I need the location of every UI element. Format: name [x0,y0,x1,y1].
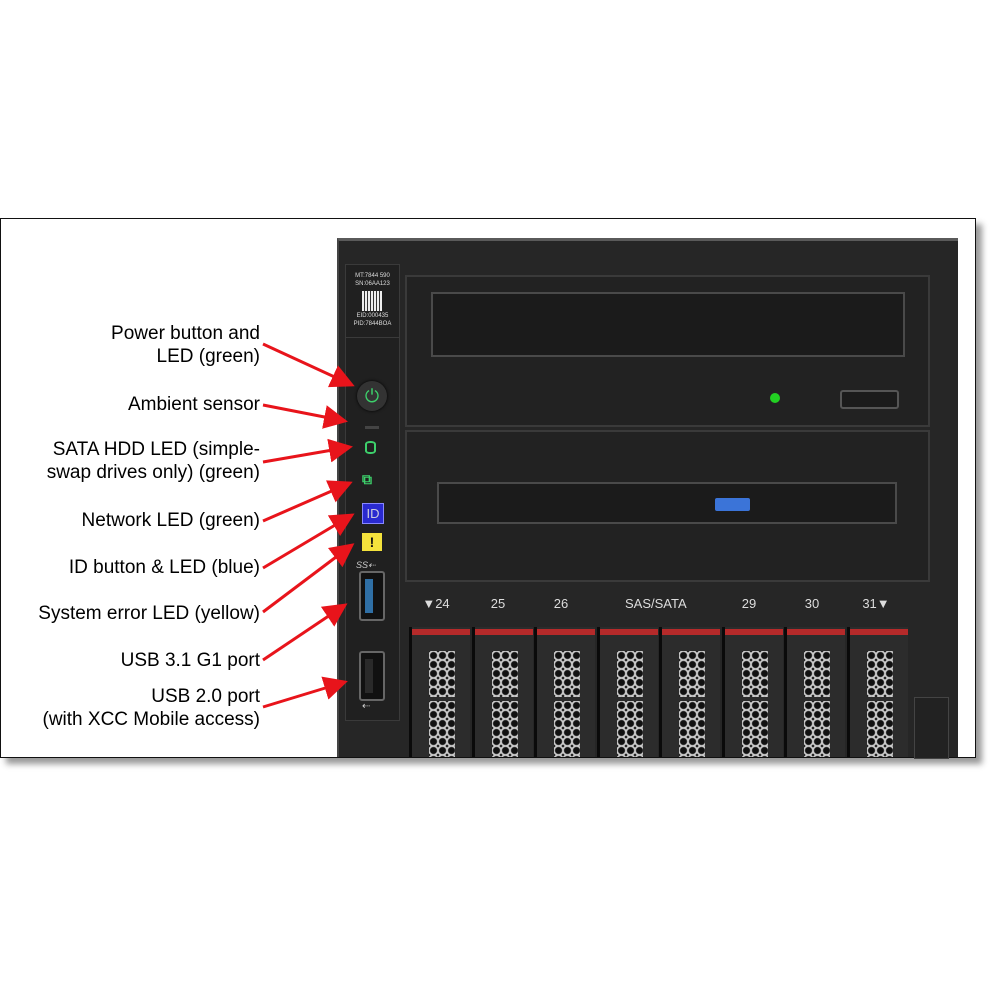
drive-bay[interactable] [659,627,720,757]
usb3-port[interactable] [359,571,385,621]
drive-bay[interactable] [721,627,783,757]
tag-eid: EID:000435 [356,313,389,319]
drive-bay[interactable] [471,627,533,757]
usb3-icon: SS⇠ [356,560,376,570]
tag-mt: MT:7844 590 [355,273,390,279]
callout-usb3: USB 3.1 G1 port [120,650,260,671]
bay-2-blue-latch[interactable] [715,498,750,511]
power-button[interactable]: ⏻ [357,381,387,411]
callout-ambient: Ambient sensor [127,394,260,415]
side-panel-slot [914,697,949,759]
eject-button[interactable] [840,390,899,409]
id-button[interactable]: ID [362,503,384,524]
callout-network-led: Network LED (green) [81,510,260,531]
drive-bay[interactable] [784,627,845,757]
drive-bay[interactable] [409,627,470,757]
optical-bay-2 [405,430,930,582]
tag-sn: SN:06AA123 [355,281,390,287]
drive-label: 30 [804,596,820,611]
warning-icon: ! [369,534,375,550]
callout-id: ID button & LED (blue) [68,557,260,578]
system-error-led: ! [362,533,382,551]
drive-bay[interactable] [596,627,658,757]
usb2-icon: ⇠ [362,701,371,712]
drive-label: 25 [490,596,506,611]
drive-label: 29 [741,596,757,611]
operator-panel: MT:7844 590 SN:06AA123 EID:000435 PID:78… [345,264,400,721]
tag-pid: PID:7844BOA [353,321,392,327]
hdd-led-icon [365,441,376,454]
drive-bay[interactable] [846,627,908,757]
power-icon: ⏻ [364,386,380,406]
drive-label: ▼24 [422,596,450,611]
drive-bay[interactable] [534,627,595,757]
drive-label: 26 [553,596,569,611]
id-label: ID [366,506,380,521]
bay-2-slot [437,482,897,524]
qr-code [362,291,382,311]
optical-bay-1 [405,275,930,427]
drive-label: 31▼ [862,596,890,611]
drive-label: SAS/SATA [625,596,687,611]
callout-hdd-led: SATA HDD LED (simple-swap drives only) (… [46,439,260,483]
usb2-port[interactable] [359,651,385,701]
optical-drive-led [770,393,780,403]
callout-usb2: USB 2.0 port(with XCC Mobile access) [42,686,261,730]
ambient-sensor [365,426,379,429]
callout-system-error: System error LED (yellow) [38,603,260,624]
optical-drive-tray [431,292,905,357]
network-led-icon: ⧉ [362,471,372,487]
